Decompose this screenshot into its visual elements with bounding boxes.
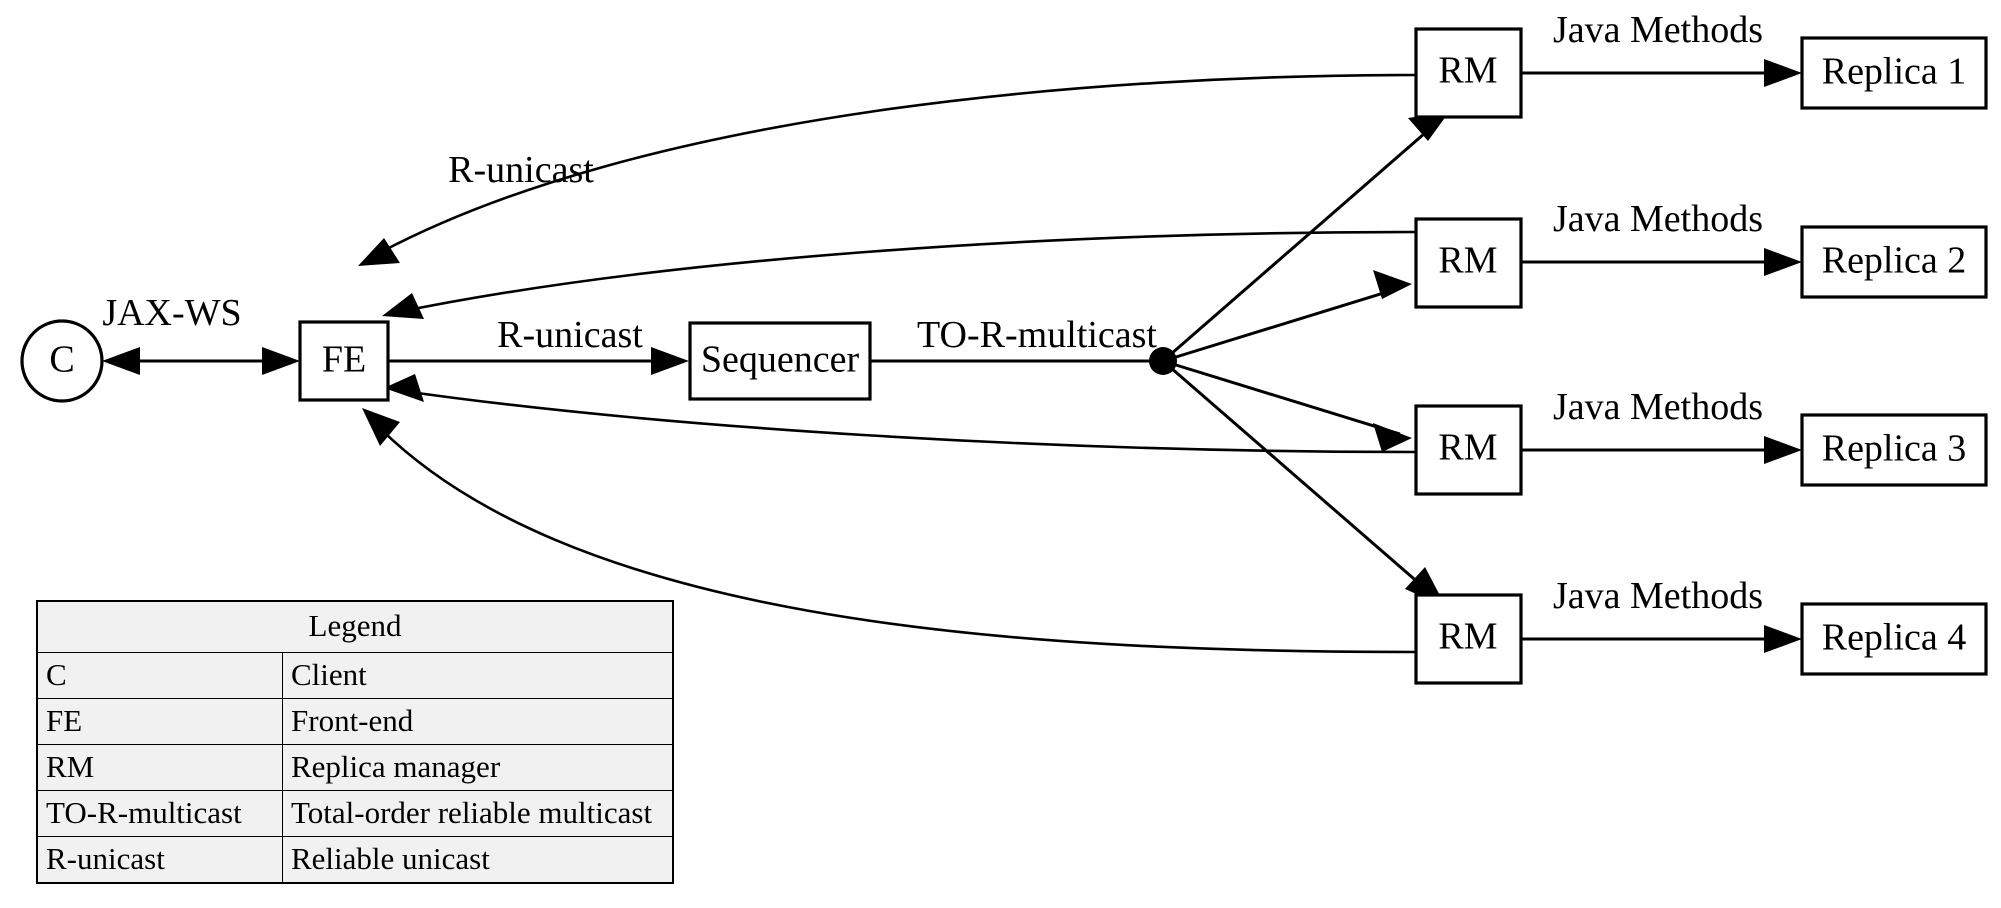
arrowhead-to-frontend [262,347,300,375]
arrowhead-rm3-to-frontend [384,374,424,402]
legend-key: TO-R-multicast [36,790,283,837]
node-client[interactable] [20,319,104,403]
arrowhead-to-rm1 [1408,112,1449,141]
legend-value: Front-end [282,698,674,745]
edge-label-to-r-multicast: TO-R-multicast [917,314,1157,356]
legend-key: C [36,652,283,699]
legend-title: Legend [36,600,674,653]
node-replica-1[interactable] [1800,36,1988,110]
node-rm-2-label: RM [1438,240,1497,282]
node-rm-3-label: RM [1438,427,1497,469]
node-replica-4[interactable] [1800,602,1988,676]
arrowhead-to-replica3 [1764,436,1802,464]
node-replica-2[interactable] [1800,225,1988,299]
edge-label-r-unicast-mid: R-unicast [497,314,643,356]
node-replica-1-label: Replica 1 [1822,51,1967,93]
node-rm-1-label: RM [1438,50,1497,92]
legend-key: FE [36,698,283,745]
edge-junction-rm2 [1162,286,1401,363]
arrowhead-to-rm3 [1373,423,1412,452]
node-sequencer-label: Sequencer [701,339,860,381]
legend-row: R-unicast Reliable unicast [36,836,674,884]
edge-rm4-frontend [369,417,1417,654]
multicast-junction-dot [1149,347,1177,375]
legend-value: Replica manager [282,744,674,791]
arrowhead-rm1-to-frontend [358,238,400,266]
edge-label-java-methods-4: Java Methods [1553,575,1763,617]
legend-row: FE Front-end [36,698,674,745]
node-rm-4-label: RM [1438,616,1497,658]
edge-label-jax-ws: JAX-WS [102,292,241,334]
legend-key: RM [36,744,283,791]
node-rm-2[interactable] [1414,217,1523,309]
node-replica-3-label: Replica 3 [1822,428,1967,470]
node-frontend[interactable] [298,320,390,402]
legend-row: C Client [36,652,674,699]
edge-junction-rm4 [1162,359,1437,600]
arrowhead-to-client [102,347,140,375]
legend-table: Legend C Client FE Front-end RM Replica … [36,600,674,884]
node-rm-3[interactable] [1414,404,1523,496]
edge-label-java-methods-2: Java Methods [1553,198,1763,240]
arrowhead-to-replica1 [1764,59,1802,87]
legend-value: Client [282,652,674,699]
legend-key: R-unicast [36,836,283,884]
arrowhead-to-replica2 [1764,248,1802,276]
edge-label-java-methods-3: Java Methods [1553,386,1763,428]
edge-rm2-frontend [393,230,1417,315]
legend-value: Total-order reliable multicast [282,790,674,837]
arrowhead-rm2-to-frontend [382,293,424,319]
node-sequencer[interactable] [688,321,872,401]
node-replica-3[interactable] [1800,413,1988,487]
legend-row: RM Replica manager [36,744,674,791]
node-rm-1[interactable] [1414,27,1523,119]
node-client-label: C [49,339,74,381]
arrowhead-to-sequencer [651,347,689,375]
arrowhead-rm4-to-frontend [362,408,400,446]
edge-junction-rm1 [1162,118,1441,363]
node-rm-4[interactable] [1414,593,1523,685]
edge-rm1-frontend [369,73,1417,260]
node-frontend-label: FE [322,339,366,381]
edge-junction-rm3 [1162,359,1401,436]
legend-row: TO-R-multicast Total-order reliable mult… [36,790,674,837]
arrowhead-to-rm2 [1373,270,1412,299]
edge-rm3-frontend [395,388,1417,454]
node-replica-2-label: Replica 2 [1822,240,1967,282]
edge-label-java-methods-1: Java Methods [1553,9,1763,51]
legend-value: Reliable unicast [282,836,674,884]
legend-title-row: Legend [36,600,674,653]
edge-label-r-unicast-top: R-unicast [448,149,594,191]
arrowhead-to-replica4 [1764,625,1802,653]
node-replica-4-label: Replica 4 [1822,617,1967,659]
